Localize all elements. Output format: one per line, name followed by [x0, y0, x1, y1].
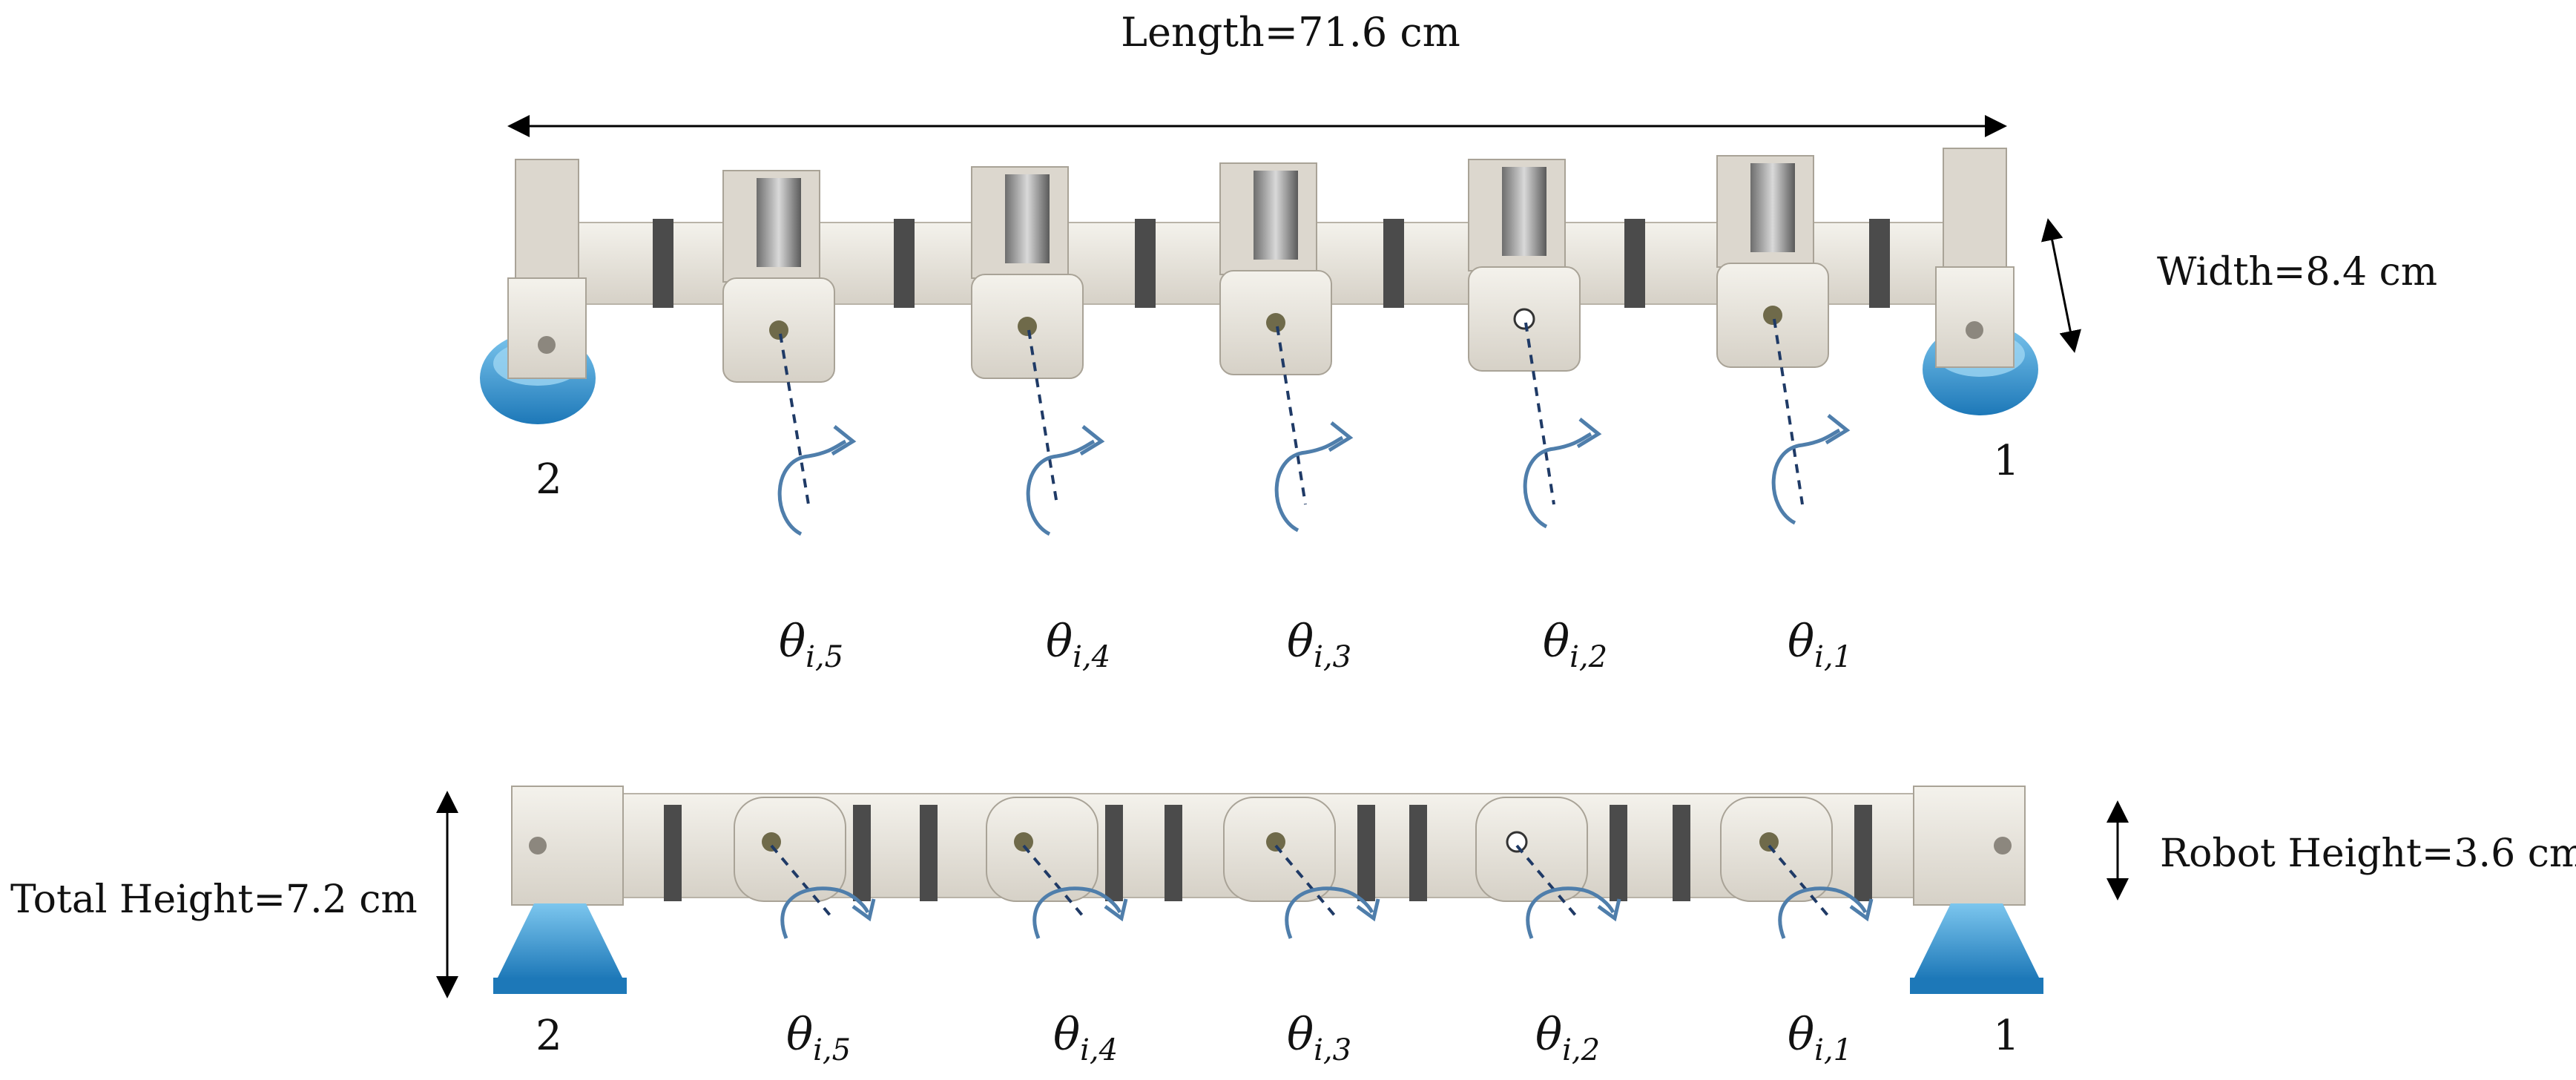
- top-theta-3: θi,3: [1287, 616, 1351, 674]
- top-rotation-axes: [779, 318, 1804, 505]
- robot-top-view: [480, 148, 2038, 424]
- joint-module-1: [1716, 155, 1829, 368]
- top-theta-5: θi,5: [779, 616, 843, 674]
- end-bracket-right: [1935, 148, 2015, 368]
- side-joint-2: [1475, 797, 1588, 902]
- spacer-rings: [653, 219, 1890, 308]
- robot-side-view: [493, 786, 2043, 994]
- joint-module-3: [1219, 162, 1332, 375]
- side-theta-2: θi,2: [1535, 1009, 1600, 1067]
- side-cup-label-right: 1: [1993, 1012, 2020, 1060]
- side-suction-cup-right: [1914, 903, 2040, 979]
- side-rotation-arrows: [780, 886, 1874, 939]
- side-joint-5: [734, 797, 846, 902]
- side-theta-1: θi,1: [1788, 1009, 1852, 1067]
- side-theta-5: θi,5: [786, 1009, 851, 1067]
- side-theta-3: θi,3: [1287, 1009, 1351, 1067]
- end-bracket-left: [507, 159, 587, 379]
- side-cup-label-left: 2: [536, 1012, 562, 1060]
- top-theta-2: θi,2: [1543, 616, 1607, 674]
- robot-height-label: Robot Height=3.6 cm: [2160, 832, 2576, 876]
- joint-module-5: [722, 170, 835, 383]
- side-joint-4: [986, 797, 1098, 902]
- joint-module-4: [971, 166, 1084, 379]
- side-joint-1: [1720, 797, 1833, 902]
- width-arrow: [2040, 218, 2082, 353]
- top-theta-4: θi,4: [1046, 616, 1110, 674]
- top-theta-1: θi,1: [1788, 616, 1852, 674]
- side-suction-cup-left: [497, 903, 623, 979]
- width-label: Width=8.4 cm: [2157, 250, 2437, 294]
- length-label: Length=71.6 cm: [1121, 9, 1460, 56]
- top-theta-labels: θi,5 θi,4 θi,3 θi,2 θi,1: [779, 616, 1852, 674]
- side-theta-labels: θi,5 θi,4 θi,3 θi,2 θi,1: [786, 1009, 1852, 1067]
- top-cup-label-left: 2: [536, 455, 562, 504]
- top-cup-label-right: 1: [1993, 437, 2020, 485]
- side-theta-4: θi,4: [1053, 1009, 1118, 1067]
- top-rotation-arrows: [777, 414, 1851, 536]
- side-end-left: [511, 786, 624, 906]
- joint-module-2: [1468, 159, 1581, 372]
- total-height-label: Total Height=7.2 cm: [10, 878, 418, 922]
